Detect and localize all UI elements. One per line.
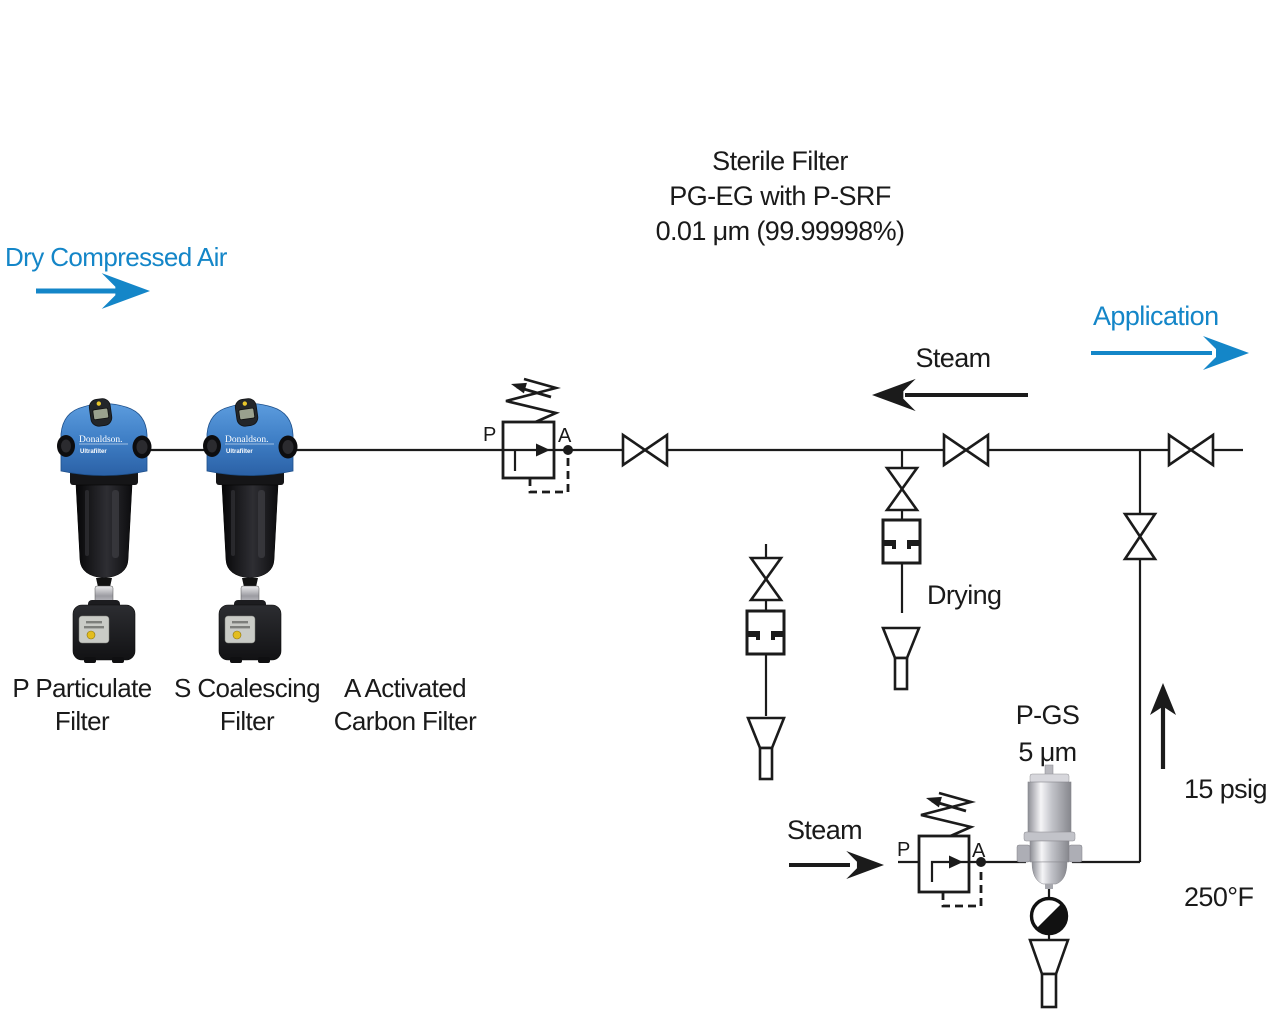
- brand-text: Donaldson.: [225, 435, 269, 445]
- valve-steam-riser: [1122, 512, 1158, 561]
- pgs-filter-label: P-GS 5 μm: [985, 697, 1110, 771]
- steam-conditions: 15 psig 250°F: [1184, 699, 1280, 951]
- steam-trap-drying: [881, 518, 922, 565]
- coalescing-filter-unit: Donaldson. Ultrafilter: [203, 398, 298, 663]
- pgs-steam-filter-housing: [1016, 764, 1083, 889]
- sterile-filter-note-line1: Sterile Filter: [712, 146, 848, 176]
- regulator2-port-p: P: [897, 839, 911, 861]
- sterile-filter-note-line2: PG-EG with P-SRF: [669, 181, 891, 211]
- valve-main-3: [1167, 432, 1215, 468]
- auto-drain-valve: [1029, 896, 1069, 936]
- brand-sub-text: Ultrafilter: [226, 449, 253, 455]
- regulator1-port-p: P: [483, 424, 497, 446]
- funnel-drain: [746, 716, 786, 781]
- filter-label-line: Filter: [219, 706, 275, 736]
- filter-label-line: A Activated: [343, 673, 467, 703]
- filter-label-line: S Coalescing: [174, 673, 321, 703]
- filter-label-line: Carbon Filter: [333, 706, 477, 736]
- steam-top-label: Steam: [915, 343, 991, 373]
- steam-top-arrow: [872, 378, 1028, 412]
- steam-temperature: 250°F: [1184, 882, 1254, 912]
- differential-gauge: [88, 398, 113, 427]
- steam-bottom-arrow: [789, 851, 884, 879]
- brand-sub-text: Ultrafilter: [80, 449, 107, 455]
- valve-drain-branch: [748, 556, 784, 602]
- inlet-label: Dry Compressed Air: [5, 242, 227, 272]
- outlet-flow-arrow: [1091, 336, 1249, 370]
- drying-label: Drying: [927, 580, 1002, 610]
- valve-drying-branch: [884, 466, 920, 512]
- outlet-label: Application: [1093, 301, 1219, 331]
- filter-label-line: Filter: [54, 706, 110, 736]
- steam-pressure: 15 psig: [1184, 774, 1267, 804]
- particulate-filter-unit: Donaldson. Ultrafilter: [57, 398, 152, 663]
- valve-main-1: [621, 432, 669, 468]
- inlet-flow-arrow: [36, 273, 150, 309]
- pressure-regulator-air: [501, 377, 573, 494]
- filter-label-line: P Particulate: [12, 673, 152, 703]
- pgs-model: P-GS: [1015, 700, 1080, 730]
- steam-riser-arrow: [1150, 683, 1176, 769]
- differential-gauge: [234, 398, 259, 427]
- funnel-bottom: [1028, 938, 1070, 1009]
- steam-trap-drain: [745, 609, 786, 656]
- particulate-filter-label: P Particulate Filter: [0, 672, 164, 738]
- branch-pipes: [764, 451, 1142, 940]
- pressure-regulator-steam: [917, 791, 986, 908]
- regulator1-port-a: A: [558, 425, 572, 447]
- sterile-filter-note-line3: 0.01 μm (99.99998%): [655, 216, 905, 246]
- steam-bottom-label: Steam: [787, 815, 863, 845]
- regulator2-port-a: A: [972, 840, 986, 862]
- pgs-rating: 5 μm: [1018, 737, 1077, 767]
- funnel-drying: [881, 626, 921, 691]
- valve-main-2: [942, 432, 990, 468]
- carbon-filter-label: A Activated Carbon Filter: [322, 672, 488, 738]
- brand-text: Donaldson.: [79, 435, 123, 445]
- sterile-filter-note: Sterile Filter PG-EG with P-SRF 0.01 μm …: [610, 144, 950, 249]
- coalescing-filter-label: S Coalescing Filter: [166, 672, 328, 738]
